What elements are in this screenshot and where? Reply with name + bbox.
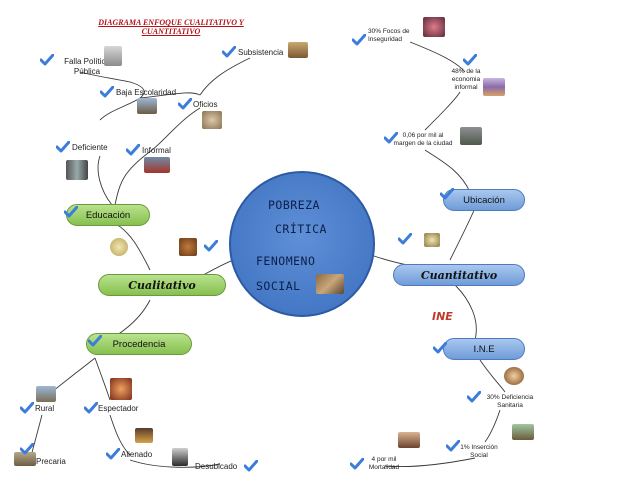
mortalidad-label: 4 por mil Mortalidad [368, 456, 400, 471]
checkmark-icon [398, 233, 412, 245]
photo-thumbnail-icon [110, 378, 132, 400]
procedencia-node[interactable]: Procedencia [86, 333, 192, 355]
checkmark-icon [440, 188, 454, 200]
photo-thumbnail-icon [398, 432, 420, 448]
checkmark-icon [352, 34, 366, 46]
photo-thumbnail-icon [460, 127, 482, 145]
checkmark-icon [433, 342, 447, 354]
photo-thumbnail-icon [504, 367, 524, 385]
checkmark-icon [88, 335, 102, 347]
checkmark-icon [20, 402, 34, 414]
checkmark-icon [463, 54, 477, 66]
photo-thumbnail-icon [135, 428, 153, 443]
photo-thumbnail-icon [512, 424, 534, 440]
falla-politica-label: Falla Política Pública [64, 57, 110, 76]
photo-thumbnail-icon [288, 42, 308, 58]
photo-thumbnail-icon [66, 160, 88, 180]
checkmark-icon [222, 46, 236, 58]
center-line-1: POBREZA [268, 198, 320, 212]
photo-thumbnail-icon [104, 46, 122, 66]
informal-label: Informal [142, 146, 171, 155]
photo-thumbnail-icon [144, 157, 170, 173]
photo-thumbnail-icon [483, 78, 505, 96]
photo-thumbnail-icon [202, 111, 222, 129]
photo-thumbnail-icon [137, 98, 157, 114]
cuantitativo-node[interactable]: Cuantitativo [393, 264, 525, 286]
photo-thumbnail-icon [172, 448, 188, 466]
ubicacion-node[interactable]: Ubicación [443, 189, 525, 211]
deficiente-label: Deficiente [72, 143, 108, 152]
center-line-4: SOCIAL [256, 279, 301, 293]
checkmark-icon [384, 132, 398, 144]
checkmark-icon [100, 86, 114, 98]
checkmark-icon [244, 460, 258, 472]
espectador-label: Espectador [98, 404, 139, 413]
checkmark-icon [84, 402, 98, 414]
center-line-3: FENOMENO [256, 254, 316, 268]
photo-thumbnail-icon [424, 233, 440, 247]
checkmark-icon [204, 240, 218, 252]
checkmark-icon [40, 54, 54, 66]
economia-informal-label: 48% de la economia informal [451, 68, 481, 91]
photo-thumbnail-icon [423, 17, 445, 37]
checkmark-icon [446, 440, 460, 452]
checkmark-icon [467, 391, 481, 403]
checkmark-icon [350, 458, 364, 470]
alienado-label: Alienado [121, 450, 153, 459]
rural-label: Rural [35, 404, 55, 413]
insercion-social-label: 1% Inserción Social [460, 444, 498, 459]
checkmark-icon [126, 144, 140, 156]
center-line-2: CRÍTICA [275, 222, 327, 236]
deficiencia-sanitaria-label: 30% Deficiencia Sanitaria [486, 394, 534, 409]
checkmark-icon [20, 443, 34, 455]
ine-node[interactable]: I.N.E [443, 338, 525, 360]
checkmark-icon [56, 141, 70, 153]
checkmark-icon [106, 448, 120, 460]
central-node[interactable] [229, 171, 375, 317]
checkmark-icon [178, 98, 192, 110]
educacion-node[interactable]: Educación [66, 204, 150, 226]
oficios-label: Oficios [193, 100, 218, 109]
photo-thumbnail-icon [36, 386, 56, 402]
subsistencia-label: Subsistencia [238, 48, 284, 57]
cualitativo-node[interactable]: Cualitativo [98, 274, 226, 296]
focos-inseguridad-label: 30% Focos de Inseguridad [368, 28, 410, 43]
photo-thumbnail-icon [110, 238, 128, 256]
photo-thumbnail-icon [316, 274, 344, 294]
ine-logo: INE [432, 310, 453, 323]
margen-ciudad-label: 0,06 por mil al margen de la ciudad [393, 132, 453, 147]
photo-thumbnail-icon [14, 452, 36, 466]
photo-thumbnail-icon [179, 238, 197, 256]
checkmark-icon [64, 206, 78, 218]
precaria-label: Precaria [36, 457, 66, 466]
desubicado-label: Desubicado [195, 462, 238, 471]
diagram-title: DIAGRAMA ENFOQUE CUALITATIVO Y CUANTITAT… [98, 18, 244, 36]
baja-escolaridad-label: Baja Escolaridad [116, 88, 177, 97]
